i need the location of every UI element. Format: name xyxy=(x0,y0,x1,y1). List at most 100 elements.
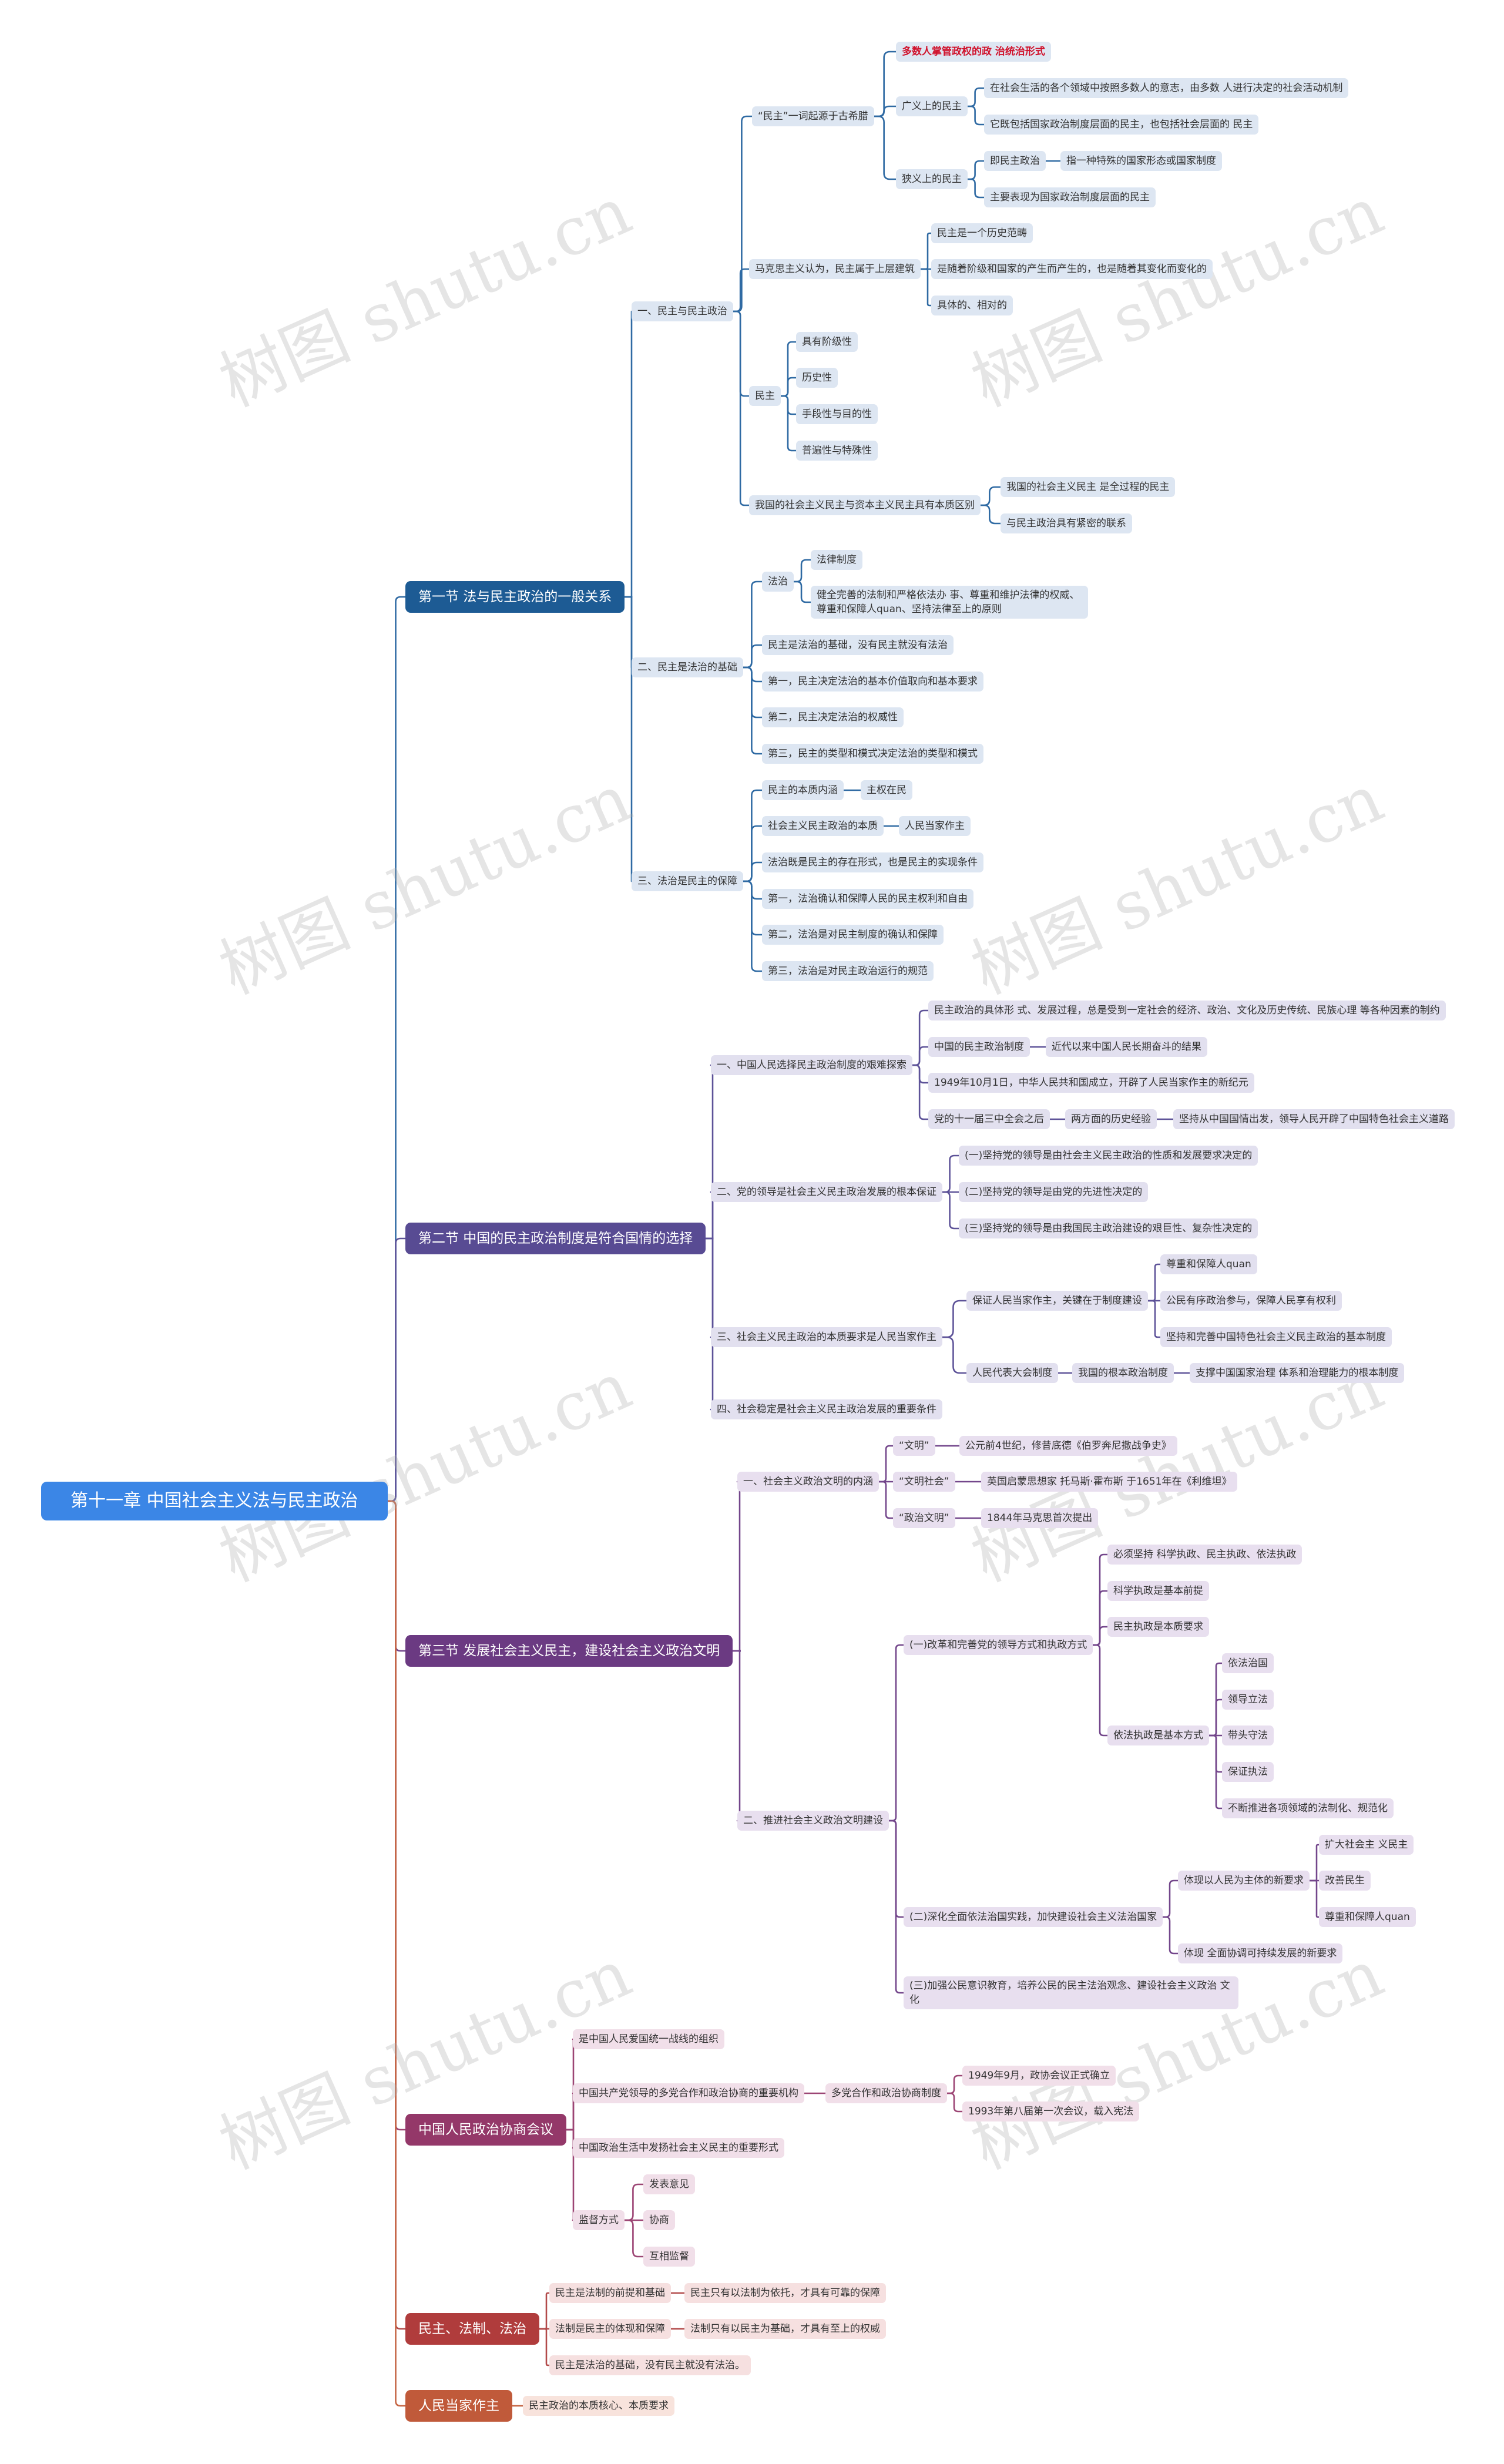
s3-deepen-rule-of-law[interactable]: (二)深化全面依法治国实践，加快建设社会主义法治国家 xyxy=(904,1907,1163,1927)
s1-rule-of-law-principles[interactable]: 健全完善的法制和严格依法办 事、尊重和维护法律的权威、尊重和保障人quan、坚持… xyxy=(811,586,1088,619)
s1-difference-item-2[interactable]: 与民主政治具有紧密的联系 xyxy=(1001,513,1132,533)
s1-difference-item-1[interactable]: 我国的社会主义民主 是全过程的民主 xyxy=(1001,477,1176,497)
s4-established-1949[interactable]: 1949年9月，政协会议正式确立 xyxy=(962,2066,1116,2086)
s5-democracy-premise[interactable]: 民主是法制的前提和基础 xyxy=(549,2283,671,2303)
section-4-title[interactable]: 中国人民政治协商会议 xyxy=(405,2114,566,2146)
s2-institution-building[interactable]: 保证人民当家作主，关键在于制度建设 xyxy=(966,1291,1148,1311)
s1-p2-item-2[interactable]: 第一，民主决定法治的基本价值取向和基本要求 xyxy=(762,672,983,691)
s3-advance-political-civilization[interactable]: 二、推进社会主义政治文明建设 xyxy=(737,1811,889,1831)
section-3-title[interactable]: 第三节 发展社会主义民主，建设社会主义政治文明 xyxy=(405,1635,733,1667)
s1-democracy-item-3[interactable]: 手段性与目的性 xyxy=(796,404,878,424)
s1-p3-item-3[interactable]: 第二，法治是对民主制度的确认和保障 xyxy=(762,925,944,945)
s1-socialist-vs-capitalist[interactable]: 我国的社会主义民主与资本主义民主具有本质区别 xyxy=(749,495,981,515)
s3-civilized-society[interactable]: “文明社会” xyxy=(893,1472,955,1492)
s1-democracy-basis-of-rule-of-law[interactable]: 二、民主是法治的基础 xyxy=(632,657,743,677)
s3-hobbes-leviathan[interactable]: 英国启蒙思想家 托马斯·霍布斯 于1651年在《利维坦》 xyxy=(981,1472,1238,1492)
s1-sovereignty-of-people[interactable]: 主权在民 xyxy=(861,780,912,800)
s2-chinese-path[interactable]: 坚持从中国国情出发，领导人民开辟了中国特色社会主义道路 xyxy=(1173,1109,1455,1129)
section-5-title[interactable]: 民主、法制、法治 xyxy=(405,2313,539,2345)
s3-wenming[interactable]: “文明” xyxy=(893,1436,935,1456)
s2-npc-system[interactable]: 人民代表大会制度 xyxy=(966,1363,1058,1383)
s4-cppcc-institution[interactable]: 中国共产党领导的多党合作和政治协商的重要机构 xyxy=(573,2083,804,2103)
s3-coordinated-development[interactable]: 体现 全面协调可持续发展的新要求 xyxy=(1178,1943,1343,1963)
s5-democracy-premise-note[interactable]: 民主只有以法制为依托，才具有可靠的保障 xyxy=(684,2283,886,2303)
s1-legal-system[interactable]: 法律制度 xyxy=(811,550,862,570)
s4-supervision-item-3[interactable]: 互相监督 xyxy=(643,2247,695,2267)
section-2-title[interactable]: 第二节 中国的民主政治制度是符合国情的选择 xyxy=(405,1223,706,1254)
s3-marx-1844[interactable]: 1844年马克思首次提出 xyxy=(981,1508,1099,1528)
s1-democratic-politics[interactable]: 即民主政治 xyxy=(984,151,1046,171)
s6-essence-core[interactable]: 民主政治的本质核心、本质要求 xyxy=(523,2396,674,2416)
s1-p3-item-1[interactable]: 法治既是民主的存在形式，也是民主的实现条件 xyxy=(762,852,983,872)
s1-rule-of-law-guarantees-democracy[interactable]: 三、法治是民主的保障 xyxy=(632,871,743,891)
s3-law-item-5[interactable]: 不断推进各项领域的法制化、规范化 xyxy=(1222,1798,1394,1818)
section-6-title[interactable]: 人民当家作主 xyxy=(405,2390,512,2422)
s1-marxism-item-2[interactable]: 是随着阶级和国家的产生而产生的，也是随着其变化而变化的 xyxy=(931,259,1213,279)
s2-fundamental-political-system[interactable]: 我国的根本政治制度 xyxy=(1072,1363,1174,1383)
s2-form-constraints[interactable]: 民主政治的具体形 式、发展过程，总是受到一定社会的经济、政治、文化及历史传统、民… xyxy=(928,1001,1446,1020)
s1-rule-of-law[interactable]: 法治 xyxy=(762,572,794,592)
s3-reform-item-3[interactable]: 民主执政是本质要求 xyxy=(1107,1617,1209,1637)
s2-party-leadership[interactable]: 二、党的领导是社会主义民主政治发展的根本保证 xyxy=(711,1182,942,1202)
s1-broad-item-1[interactable]: 在社会生活的各个领域中按照多数人的意志，由多数 人进行决定的社会活动机制 xyxy=(984,78,1349,98)
s3-law-item-3[interactable]: 带头守法 xyxy=(1222,1726,1274,1745)
s1-p2-item-3[interactable]: 第二，民主决定法治的权威性 xyxy=(762,707,904,727)
s1-democracy-and-politics[interactable]: 一、民主与民主政治 xyxy=(632,301,733,321)
s1-people-masters[interactable]: 人民当家作主 xyxy=(899,816,971,836)
s1-p3-item-2[interactable]: 第一，法治确认和保障人民的民主权利和自由 xyxy=(762,889,973,909)
s1-broad-democracy[interactable]: 广义上的民主 xyxy=(896,96,968,116)
s4-supervision-item-1[interactable]: 发表意见 xyxy=(643,2174,695,2194)
s5-democracy-basis[interactable]: 民主是法治的基础，没有民主就没有法治。 xyxy=(549,2355,751,2375)
s1-marxism-item-1[interactable]: 民主是一个历史范畴 xyxy=(931,223,1033,243)
s2-governance-system[interactable]: 支撑中国国家治理 体系和治理能力的根本制度 xyxy=(1190,1363,1405,1383)
s2-people-masters-requirement[interactable]: 三、社会主义民主政治的本质要求是人民当家作主 xyxy=(711,1327,942,1347)
s3-law-item-2[interactable]: 领导立法 xyxy=(1222,1690,1274,1710)
s1-essence-of-democracy[interactable]: 民主的本质内涵 xyxy=(762,780,844,800)
s4-multiparty-system[interactable]: 多党合作和政治协商制度 xyxy=(825,2083,947,2103)
s1-p2-item-1[interactable]: 民主是法治的基础，没有民主就没有法治 xyxy=(762,635,954,655)
s1-socialist-democracy-essence[interactable]: 社会主义民主政治的本质 xyxy=(762,816,884,836)
s1-democracy-item-4[interactable]: 普遍性与特殊性 xyxy=(796,441,878,461)
s4-supervision-item-2[interactable]: 协商 xyxy=(643,2210,675,2230)
s2-long-struggle[interactable]: 近代以来中国人民长期奋斗的结果 xyxy=(1046,1037,1207,1057)
s2-arduous-exploration[interactable]: 一、中国人民选择民主政治制度的艰难探索 xyxy=(711,1055,912,1075)
s2-prc-founding[interactable]: 1949年10月1日，中华人民共和国成立，开辟了人民当家作主的新纪元 xyxy=(928,1073,1254,1093)
s3-thucydides[interactable]: 公元前4世纪，修昔底德《伯罗奔尼撒战争史》 xyxy=(959,1436,1177,1456)
s3-civic-awareness[interactable]: (三)加强公民意识教育，培养公民的民主法治观念、建设社会主义政治 文化 xyxy=(904,1976,1238,2009)
s3-political-civilization-meaning[interactable]: 一、社会主义政治文明的内涵 xyxy=(737,1472,879,1492)
s1-democracy[interactable]: 民主 xyxy=(749,386,781,406)
s3-people-item-1[interactable]: 扩大社会主 义民主 xyxy=(1319,1835,1414,1855)
s1-democracy-item-2[interactable]: 历史性 xyxy=(796,368,838,388)
s3-reform-item-2[interactable]: 科学执政是基本前提 xyxy=(1107,1581,1209,1601)
s2-leadership-item-2[interactable]: (二)坚持党的领导是由党的先进性决定的 xyxy=(959,1182,1149,1202)
s1-p2-item-4[interactable]: 第三，民主的类型和模式决定法治的类型和模式 xyxy=(762,744,983,764)
section-1-title[interactable]: 第一节 法与民主政治的一般关系 xyxy=(405,581,625,613)
root-topic[interactable]: 第十一章 中国社会主义法与民主政治 xyxy=(41,1482,388,1520)
s2-democratic-system[interactable]: 中国的民主政治制度 xyxy=(928,1037,1030,1057)
s1-broad-item-2[interactable]: 它既包括国家政治制度层面的民主，也包括社会层面的 民主 xyxy=(984,115,1259,135)
s1-marxism-view[interactable]: 马克思主义认为，民主属于上层建筑 xyxy=(749,259,921,279)
s1-democracy-item-1[interactable]: 具有阶级性 xyxy=(796,332,858,352)
s4-constitution-1993[interactable]: 1993年第八届第一次会议，载入宪法 xyxy=(962,2102,1140,2121)
s3-people-item-3[interactable]: 尊重和保障人quan xyxy=(1319,1907,1416,1927)
s1-majority-rule[interactable]: 多数人掌管政权的政 治统治形式 xyxy=(896,42,1051,62)
s5-legal-system-embodiment[interactable]: 法制是民主的体现和保障 xyxy=(549,2319,671,2339)
s3-people-item-2[interactable]: 改善民生 xyxy=(1319,1871,1371,1891)
s3-reform-leadership[interactable]: (一)改革和完善党的领导方式和执政方式 xyxy=(904,1635,1093,1655)
s1-origin-greece[interactable]: “民主”一词起源于古希腊 xyxy=(752,106,874,126)
s3-law-based-governance[interactable]: 依法执政是基本方式 xyxy=(1107,1726,1209,1745)
s1-marxism-item-3[interactable]: 具体的、相对的 xyxy=(931,296,1013,315)
s3-reform-item-1[interactable]: 必须坚持 科学执政、民主执政、依法执政 xyxy=(1107,1545,1302,1565)
s3-law-item-1[interactable]: 依法治国 xyxy=(1222,1653,1274,1673)
s2-third-plenum[interactable]: 党的十一届三中全会之后 xyxy=(928,1109,1050,1129)
s2-guarantee-item-3[interactable]: 坚持和完善中国特色社会主义民主政治的基本制度 xyxy=(1160,1327,1392,1347)
s1-narrow-democracy[interactable]: 狭义上的民主 xyxy=(896,169,968,189)
s1-special-state-form[interactable]: 指一种特殊的国家形态或国家制度 xyxy=(1060,151,1222,171)
s1-narrow-note[interactable]: 主要表现为国家政治制度层面的民主 xyxy=(984,187,1156,207)
s2-social-stability[interactable]: 四、社会稳定是社会主义民主政治发展的重要条件 xyxy=(711,1399,942,1419)
s1-p3-item-4[interactable]: 第三，法治是对民主政治运行的规范 xyxy=(762,961,934,981)
s3-law-item-4[interactable]: 保证执法 xyxy=(1222,1762,1274,1782)
s4-important-form[interactable]: 中国政治生活中发扬社会主义民主的重要形式 xyxy=(573,2138,784,2158)
s4-supervision[interactable]: 监督方式 xyxy=(573,2210,625,2230)
s2-leadership-item-1[interactable]: (一)坚持党的领导是由社会主义民主政治的性质和发展要求决定的 xyxy=(959,1146,1258,1166)
